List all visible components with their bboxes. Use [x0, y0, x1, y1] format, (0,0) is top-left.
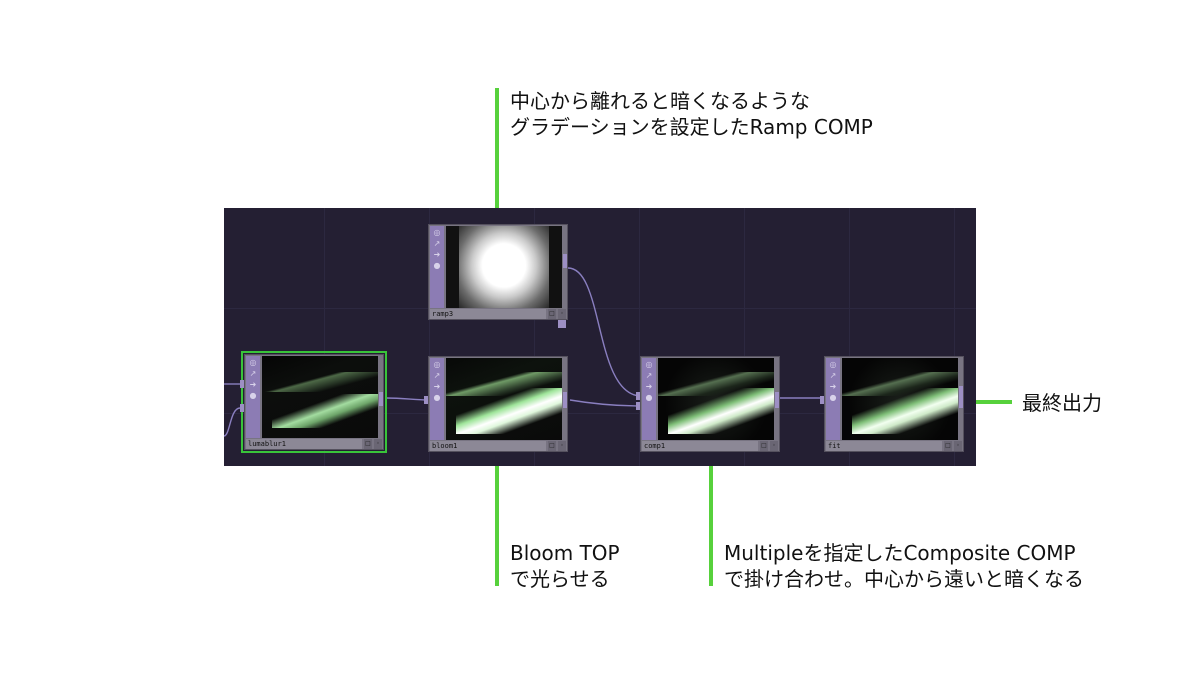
node-sidebar: ◎ ↗ ➜ ●	[642, 358, 656, 440]
clone-flag-icon[interactable]: □	[944, 441, 952, 451]
bypass-icon[interactable]: ↗	[433, 371, 441, 380]
grid-line	[224, 413, 976, 414]
display-flag-icon[interactable]: ➜	[645, 382, 653, 391]
wire-input-bottom	[224, 407, 241, 437]
bloom-callout-line	[495, 458, 499, 586]
viewer-toggle-icon[interactable]: ◎	[249, 358, 257, 367]
ramp-annotation-line1: 中心から離れると暗くなるような	[510, 89, 810, 113]
output-connector[interactable]	[379, 392, 383, 406]
node-comp[interactable]: ◎ ↗ ➜ ● comp1 □ ◦	[636, 356, 780, 452]
output-callout-line	[964, 400, 1012, 404]
output-connector[interactable]	[775, 392, 779, 408]
input-connector[interactable]	[240, 404, 244, 412]
node-name[interactable]: ramp3	[430, 309, 546, 319]
lock-icon[interactable]: ●	[433, 261, 441, 270]
lock-icon[interactable]: ●	[249, 391, 257, 400]
node-lumablur[interactable]: ◎ ↗ ➜ ● lumablur1 □ ◦	[240, 351, 387, 453]
viewer-flag-icon[interactable]: ◦	[770, 441, 778, 451]
ramp-extra-connector[interactable]	[558, 320, 566, 328]
lock-icon[interactable]: ●	[645, 393, 653, 402]
bypass-icon[interactable]: ↗	[645, 371, 653, 380]
node-name[interactable]: fit	[826, 441, 942, 451]
grid-line	[849, 208, 850, 466]
node-name[interactable]: lumablur1	[246, 439, 362, 449]
viewer-toggle-icon[interactable]: ◎	[433, 360, 441, 369]
node-sidebar: ◎ ↗ ➜ ●	[246, 356, 260, 438]
grid-line	[324, 208, 325, 466]
grid-line	[534, 208, 535, 466]
output-connector[interactable]	[563, 392, 567, 408]
node-name[interactable]: comp1	[642, 441, 758, 451]
input-connector[interactable]	[636, 392, 640, 400]
comp-callout-line	[709, 462, 713, 586]
clone-flag-icon[interactable]: □	[548, 309, 556, 319]
city-image	[456, 388, 562, 434]
ramp-callout-line	[495, 88, 499, 220]
output-annotation-line1: 最終出力	[1022, 391, 1102, 415]
clone-flag-icon[interactable]: □	[760, 441, 768, 451]
node-bloom[interactable]: ◎ ↗ ➜ ● bloom1 □ ◦	[424, 356, 568, 452]
input-connector[interactable]	[636, 402, 640, 410]
node-fit[interactable]: ◎ ↗ ➜ ● fit □ ◦	[820, 356, 964, 452]
viewer-flag-icon[interactable]: ◦	[374, 439, 382, 449]
grid-line	[429, 208, 430, 466]
viewer-flag-icon[interactable]: ◦	[954, 441, 962, 451]
node-viewer	[446, 358, 562, 440]
wire-lumablur-bloom	[385, 397, 429, 401]
bloom-annotation-line2: で光らせる	[510, 567, 610, 591]
input-connector[interactable]	[424, 396, 428, 404]
viewer-toggle-icon[interactable]: ◎	[433, 228, 441, 237]
wire-ramp-comp	[567, 267, 641, 397]
ramp-annotation: 中心から離れると暗くなるような グラデーションを設定したRamp COMP	[510, 88, 873, 140]
comp-annotation: Multipleを指定したComposite COMP で掛け合わせ。中心から遠…	[724, 540, 1084, 592]
city-image	[668, 388, 774, 434]
node-ramp[interactable]: ◎ ↗ ➜ ● ramp3 □ ◦	[428, 224, 568, 320]
comp-annotation-line1: Multipleを指定したComposite COMP	[724, 541, 1076, 565]
output-connector[interactable]	[959, 386, 963, 408]
node-name[interactable]: bloom1	[430, 441, 546, 451]
wire-bloom-comp	[569, 399, 641, 407]
display-flag-icon[interactable]: ➜	[433, 382, 441, 391]
comp-annotation-line2: で掛け合わせ。中心から遠いと暗くなる	[724, 567, 1084, 591]
grid-line	[744, 208, 745, 466]
viewer-flag-icon[interactable]: ◦	[558, 309, 566, 319]
ramp-annotation-line2: グラデーションを設定したRamp COMP	[510, 115, 873, 139]
viewer-flag-icon[interactable]: ◦	[558, 441, 566, 451]
viewer-toggle-icon[interactable]: ◎	[645, 360, 653, 369]
bypass-icon[interactable]: ↗	[829, 371, 837, 380]
grid-line	[639, 208, 640, 466]
city-image	[262, 372, 378, 392]
input-connector[interactable]	[240, 380, 244, 388]
display-flag-icon[interactable]: ➜	[829, 382, 837, 391]
node-sidebar: ◎ ↗ ➜ ●	[826, 358, 840, 440]
node-sidebar: ◎ ↗ ➜ ●	[430, 358, 444, 440]
output-connector[interactable]	[563, 254, 567, 268]
node-viewer	[658, 358, 774, 440]
clone-flag-icon[interactable]: □	[364, 439, 372, 449]
clone-flag-icon[interactable]: □	[548, 441, 556, 451]
display-flag-icon[interactable]: ➜	[433, 250, 441, 259]
city-image	[272, 394, 378, 428]
bypass-icon[interactable]: ↗	[433, 239, 441, 248]
lock-icon[interactable]: ●	[829, 393, 837, 402]
grid-line	[224, 308, 976, 309]
output-annotation: 最終出力	[1022, 390, 1102, 416]
bloom-annotation-line1: Bloom TOP	[510, 541, 620, 565]
grid-line	[954, 208, 955, 466]
node-viewer	[446, 226, 562, 308]
node-sidebar: ◎ ↗ ➜ ●	[430, 226, 444, 308]
viewer-toggle-icon[interactable]: ◎	[829, 360, 837, 369]
bloom-annotation: Bloom TOP で光らせる	[510, 540, 620, 592]
city-image	[852, 388, 958, 434]
network-editor[interactable]: ◎ ↗ ➜ ● ramp3 □ ◦ ◎ ↗ ➜ ● lumablur1 □ ◦	[224, 208, 976, 466]
node-viewer	[842, 358, 958, 440]
node-viewer	[262, 356, 378, 438]
input-connector[interactable]	[820, 396, 824, 404]
display-flag-icon[interactable]: ➜	[249, 380, 257, 389]
bypass-icon[interactable]: ↗	[249, 369, 257, 378]
lock-icon[interactable]: ●	[433, 393, 441, 402]
